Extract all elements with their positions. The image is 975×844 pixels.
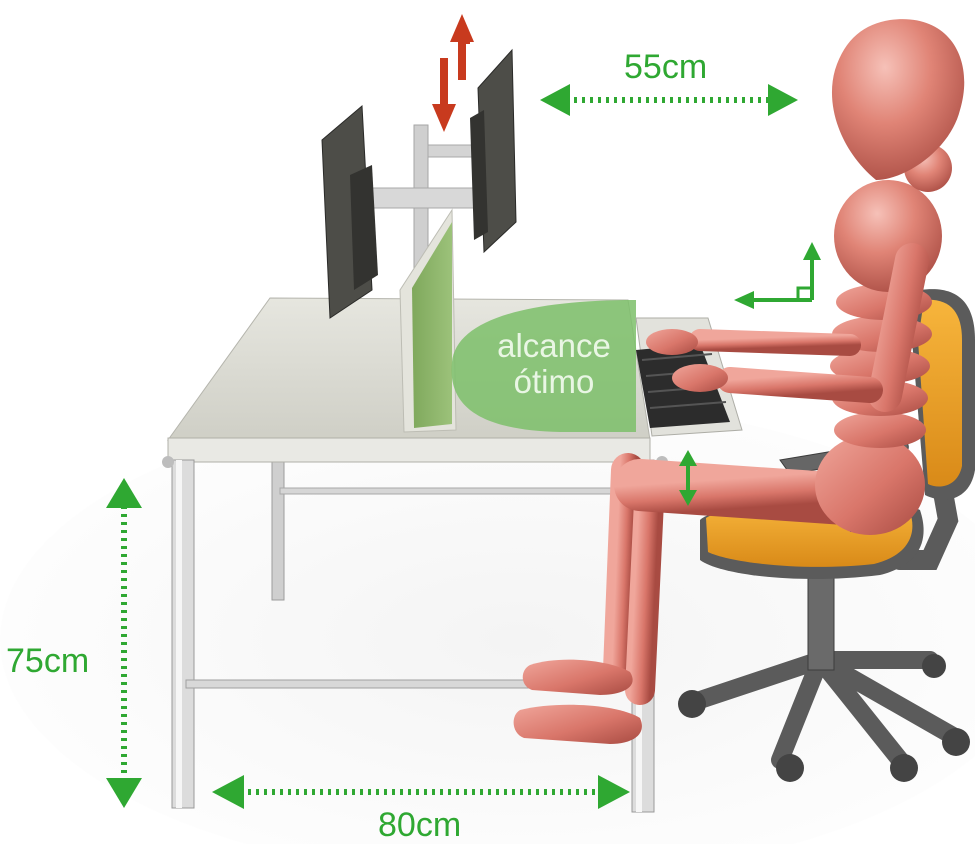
reach-zone-label-line2: ótimo — [484, 364, 624, 400]
reach-zone-label: alcance ótimo — [484, 328, 624, 400]
monitor-height-adjust-arrows — [432, 14, 474, 132]
monitor-right — [470, 50, 516, 252]
dimension-arrow-55cm — [540, 84, 798, 116]
monitor-left — [322, 106, 378, 318]
label-80cm: 80cm — [378, 806, 461, 844]
label-75cm: 75cm — [6, 642, 89, 681]
label-55cm: 55cm — [624, 48, 707, 87]
reach-zone-label-line1: alcance — [484, 328, 624, 364]
right-angle-elbow-indicator — [734, 242, 821, 309]
